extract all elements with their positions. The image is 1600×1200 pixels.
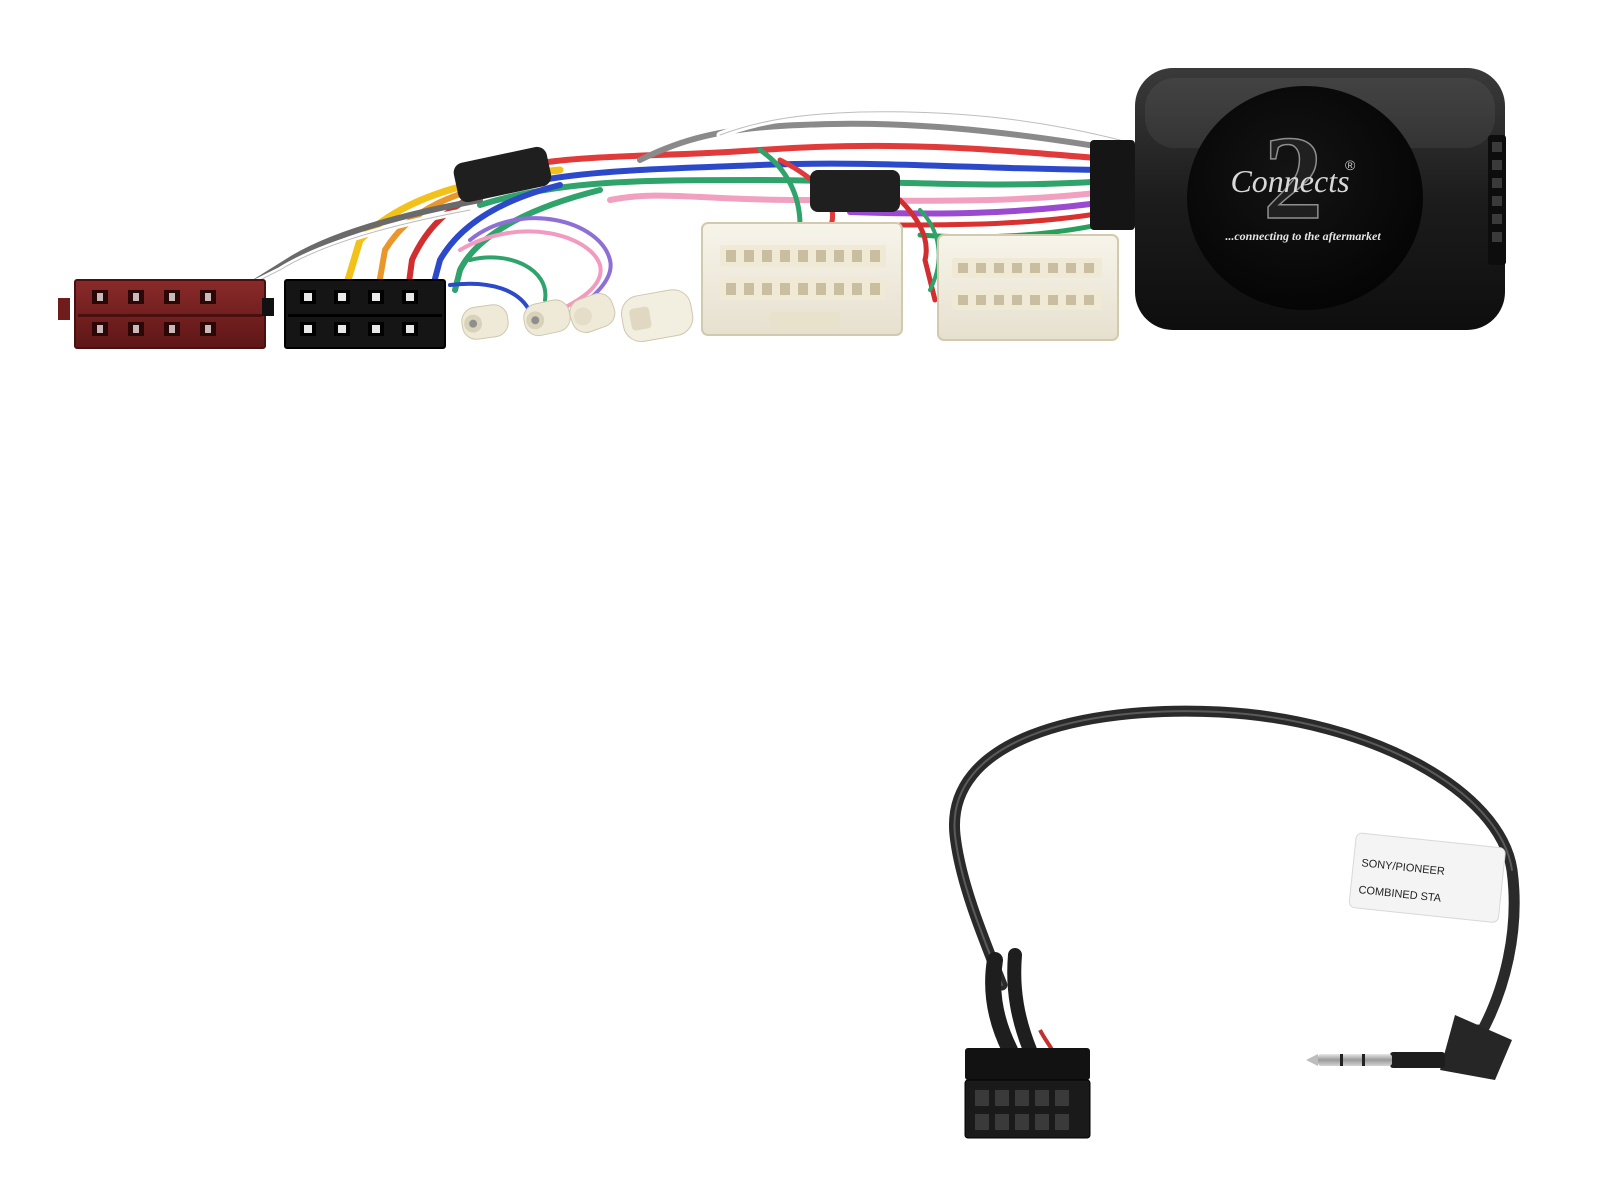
patch-lead xyxy=(949,705,1520,1041)
bullet-connectors xyxy=(461,289,694,343)
logo-disc xyxy=(1187,86,1423,310)
logo-wordmark: Connects xyxy=(1230,163,1349,199)
logo-registered-mark: ® xyxy=(1345,157,1356,173)
vehicle-connector-small xyxy=(937,234,1119,341)
interface-module: 2 Connects ® ...connecting to the afterm… xyxy=(1135,68,1506,330)
iso-power-connector xyxy=(262,279,446,349)
patch-lead-jack-plug xyxy=(1306,1015,1512,1080)
heat-shrink-sleeves xyxy=(453,140,1135,230)
patch-lead-label: SONY/PIONEER COMBINED STA xyxy=(1348,832,1506,923)
logo-tagline: ...connecting to the aftermarket xyxy=(1225,229,1381,243)
iso-speaker-connector xyxy=(58,279,266,349)
logo-numeral: 2 xyxy=(1263,111,1323,244)
vehicle-connector-large xyxy=(701,222,903,336)
patch-lead-multipin-connector xyxy=(964,948,1091,1139)
